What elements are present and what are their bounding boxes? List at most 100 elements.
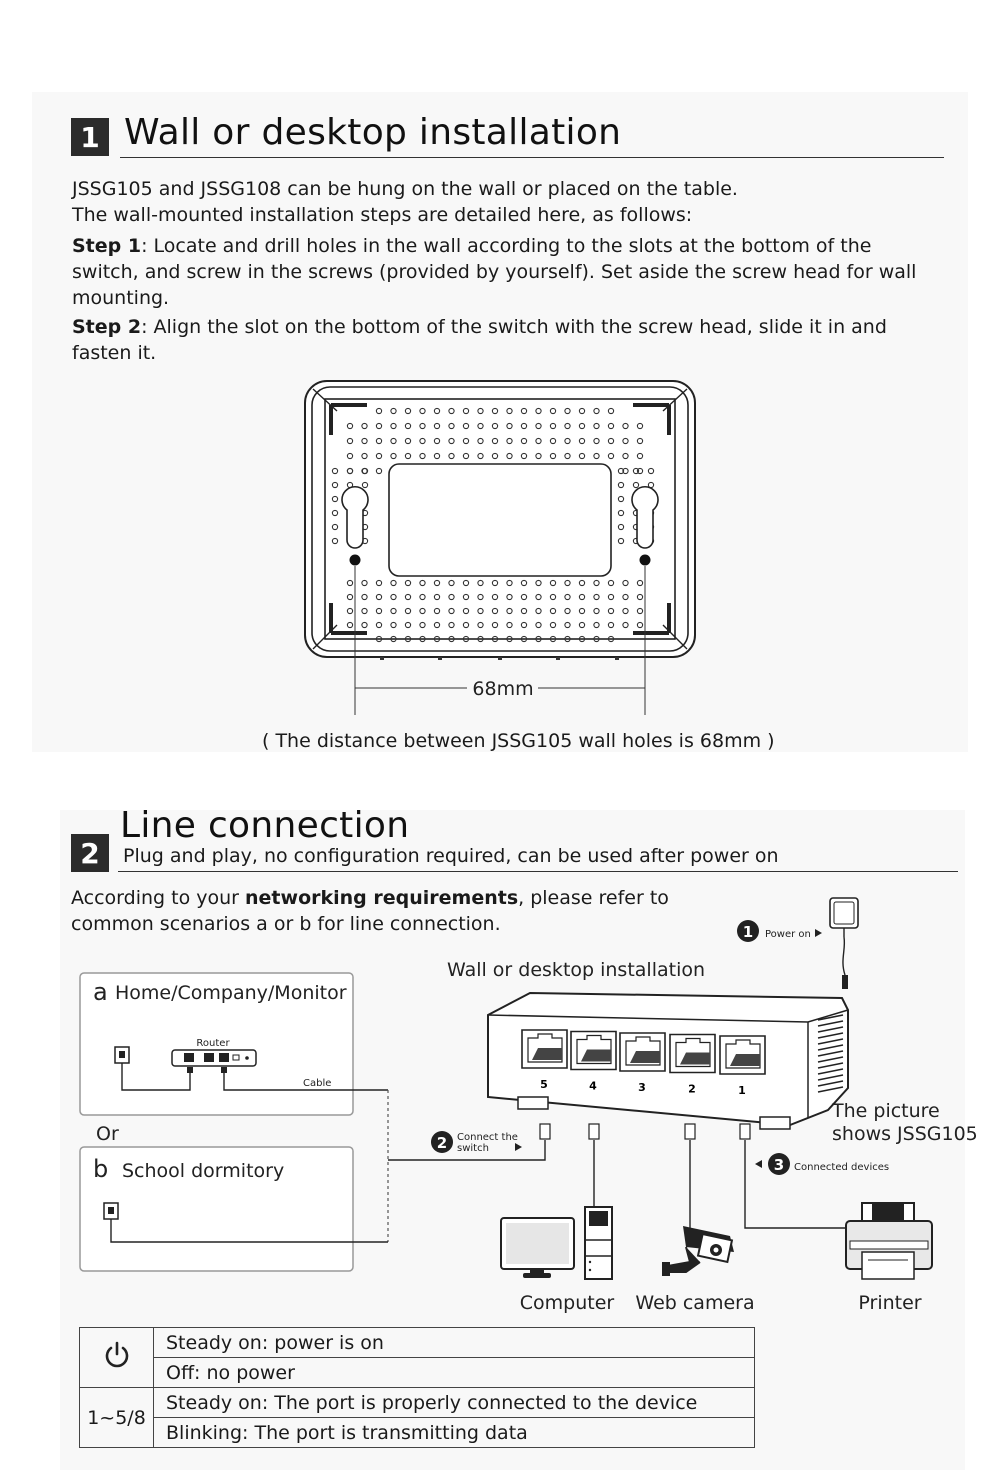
vent-hole [647, 467, 655, 475]
vent-hole [506, 407, 513, 415]
vent-hole [390, 407, 397, 415]
vent-hole [578, 437, 586, 445]
section-1-title-rule [120, 157, 944, 158]
vent-hole [593, 407, 600, 415]
vent-hole [491, 437, 499, 445]
vent-hole [448, 407, 455, 415]
vent-hole [564, 452, 571, 460]
vent-hole [433, 422, 441, 430]
dimension-label: 68mm [472, 678, 533, 700]
vent-hole [419, 407, 426, 415]
scenario-a-letter: a [93, 978, 108, 1006]
switch-inner-shell [311, 386, 689, 652]
vent-hole [549, 437, 557, 445]
vent-hole [477, 407, 484, 415]
svg-text:2: 2 [437, 1134, 447, 1152]
vent-hole [390, 422, 397, 430]
vent-hole [506, 621, 513, 629]
vent-hole [520, 621, 528, 629]
vent-hole [477, 437, 484, 445]
vent-hole [477, 621, 484, 629]
vent-hole [520, 593, 528, 601]
scenario-b-letter: b [93, 1155, 108, 1183]
vent-hole [477, 607, 484, 615]
vent-hole [404, 593, 412, 601]
step-2-label: Step 2 [72, 316, 142, 338]
vent-hole [535, 579, 542, 587]
vent-hole [549, 593, 557, 601]
section-2-subtitle: Plug and play, no configuration required… [123, 845, 779, 867]
vent-hole [361, 593, 368, 601]
vent-hole [636, 452, 644, 460]
vent-hole [535, 621, 542, 629]
vent-hole [617, 481, 625, 489]
vent-hole [520, 422, 528, 430]
vent-hole [462, 437, 470, 445]
led-status-table: Steady on: power is on Off: no power 1~5… [79, 1327, 755, 1448]
port-number-label: 1 [738, 1084, 746, 1097]
vent-hole [622, 452, 629, 460]
vent-hole [404, 452, 412, 460]
vent-hole [448, 452, 455, 460]
vent-hole [636, 437, 644, 445]
vent-hole [535, 407, 542, 415]
step-1-text-line2: switch, and screw in the screws (provide… [72, 261, 917, 283]
vent-hole [607, 607, 615, 615]
vent-hole [462, 621, 470, 629]
section-1-title: Wall or desktop installation [124, 112, 622, 153]
printer-icon [845, 1202, 933, 1280]
connected-devices-label: Connected devices [794, 1162, 889, 1173]
vent-hole [578, 579, 586, 587]
vent-hole [477, 422, 484, 430]
vent-hole [331, 523, 339, 531]
vent-hole [462, 579, 470, 587]
scenario-a-label: Home/Company/Monitor [115, 982, 347, 1004]
vent-hole [607, 579, 615, 587]
vent-hole [419, 437, 426, 445]
intro-bold: networking requirements [245, 887, 519, 909]
step-2-badge [431, 1131, 453, 1153]
right-keyhole-slot [631, 485, 659, 549]
vent-hole [617, 537, 625, 545]
vent-hole [506, 452, 513, 460]
step-2-text-line1: : Align the slot on the bottom of the sw… [141, 316, 887, 338]
power-off-cell: Off: no power [153, 1357, 755, 1388]
vent-hole [636, 607, 644, 615]
vent-hole [520, 452, 528, 460]
vent-hole [607, 621, 615, 629]
vent-hole [346, 579, 354, 587]
vent-hole [506, 579, 513, 587]
intro-post: , please refer to [518, 887, 669, 909]
vent-hole [607, 422, 615, 430]
vent-hole [346, 452, 354, 460]
vent-hole [578, 621, 586, 629]
section-2-title: Line connection [120, 805, 410, 846]
vent-hole [593, 607, 600, 615]
vent-hole [564, 607, 571, 615]
vent-hole [433, 452, 441, 460]
section-2-intro: According to your networking requirement… [71, 885, 669, 937]
vent-hole [361, 452, 368, 460]
section-2-number-badge: 2 [71, 834, 109, 872]
scenario-a-box [79, 972, 354, 1116]
vent-hole [462, 607, 470, 615]
ethernet-port [570, 1030, 617, 1071]
vent-hole [622, 607, 629, 615]
vent-hole [593, 437, 600, 445]
intro-pre: According to your [71, 887, 246, 909]
connect-switch-label-line1: Connect the [457, 1132, 518, 1143]
vent-hole [419, 579, 426, 587]
vent-hole [564, 579, 571, 587]
vent-hole [491, 635, 499, 643]
vent-hole [520, 607, 528, 615]
vent-hole [375, 635, 383, 643]
router-label: Router [196, 1038, 230, 1049]
vent-hole [390, 607, 397, 615]
vent-hole [607, 407, 615, 415]
vent-hole [346, 467, 354, 475]
vent-hole [622, 422, 629, 430]
vent-hole [578, 607, 586, 615]
computer-label: Computer [520, 1292, 615, 1314]
vent-hole [346, 422, 354, 430]
vent-hole [491, 607, 499, 615]
